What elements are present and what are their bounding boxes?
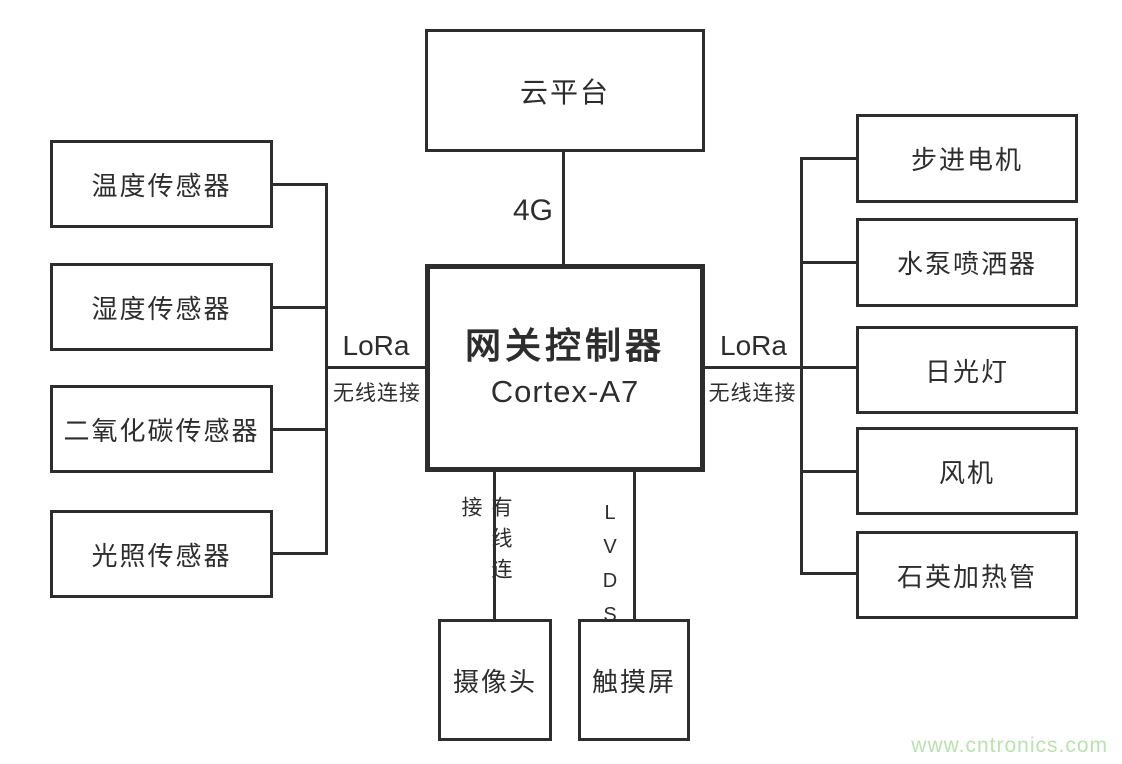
node-camera-label: 摄像头 [452,666,537,697]
node-cloud-platform-label: 云平台 [519,76,610,108]
link-light-bus [273,552,328,555]
node-quartz-heating-tube-label: 石英加热管 [896,561,1037,592]
node-touchscreen-label: 触摸屏 [591,666,676,697]
node-co2-sensor: 二氧化碳传感器 [50,385,273,473]
link-cloud-gateway [562,152,565,264]
link-bus-pump [800,261,856,264]
label-wired-connection: 有线连接 [459,496,512,589]
left-sensor-bus [325,183,328,555]
link-humidity-bus [273,306,328,309]
gateway-chip-label: Cortex-A7 [490,373,640,409]
node-water-pump-sprayer-label: 水泵喷洒器 [896,249,1037,279]
node-humidity-sensor: 湿度传感器 [50,263,273,351]
link-co2-bus [273,428,328,431]
node-gateway-controller: 网关控制器 Cortex-A7 [425,264,705,472]
label-lvds: LVDS [599,502,621,638]
link-bus-gateway-left [325,366,425,369]
node-stepper-motor: 步进电机 [856,114,1078,203]
label-lora-left: LoRa [342,330,410,361]
node-fan: 风机 [856,427,1078,515]
node-light-sensor-label: 光照传感器 [91,540,232,571]
link-bus-fan [800,470,856,473]
node-fan-label: 风机 [938,457,995,488]
node-light-sensor: 光照传感器 [50,510,273,598]
node-camera: 摄像头 [438,619,552,741]
label-lora-right: LoRa [720,330,787,361]
node-temperature-sensor-label: 温度传感器 [91,170,232,201]
node-temperature-sensor: 温度传感器 [50,140,273,228]
link-gateway-bus-right [705,366,856,369]
node-stepper-motor-label: 步进电机 [910,145,1023,175]
node-co2-sensor-label: 二氧化碳传感器 [63,415,260,446]
node-cloud-platform: 云平台 [425,29,705,152]
gateway-name-label: 网关控制器 [464,324,665,366]
label-4g: 4G [512,194,553,227]
node-fluorescent-lamp-label: 日光灯 [924,356,1009,387]
node-water-pump-sprayer: 水泵喷洒器 [856,218,1078,307]
label-wireless-left: 无线连接 [333,382,421,405]
link-bus-heater [800,572,856,575]
node-fluorescent-lamp: 日光灯 [856,326,1078,414]
label-wireless-right: 无线连接 [708,382,797,405]
watermark-text: www.cntronics.com [911,734,1108,757]
node-touchscreen: 触摸屏 [578,619,690,741]
node-quartz-heating-tube: 石英加热管 [856,531,1078,619]
node-humidity-sensor-label: 湿度传感器 [91,293,232,324]
link-gateway-touchscreen [633,472,636,619]
link-bus-stepper [800,157,856,160]
link-temp-bus [273,183,328,186]
link-gateway-camera [493,472,496,619]
